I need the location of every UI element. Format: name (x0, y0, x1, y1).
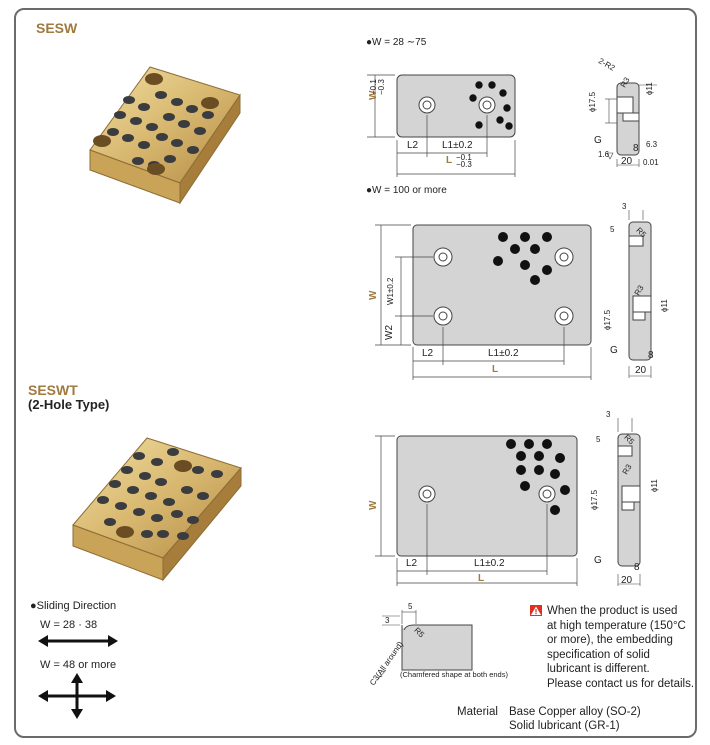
diagram3-20: 20 (621, 575, 633, 586)
diagram1-l-tol-top: −0.1 (456, 153, 472, 162)
chamfer-3: 3 (385, 616, 390, 625)
diagram1-heading: ●W = 28 ∼75 (366, 37, 427, 48)
diagram3-side-view (617, 418, 641, 586)
diagram1-20-tol: 0.01 (643, 158, 659, 167)
diagram3-5: 5 (596, 435, 601, 444)
diagram2-l2: L2 (422, 348, 434, 359)
diagram2-heading: ●W = 100 or more (366, 185, 447, 196)
warning-line-3: or more), the embedding (547, 634, 673, 646)
chamfer-5: 5 (408, 602, 413, 611)
diagram2-3: 3 (622, 202, 627, 211)
diagram2-w2: W2 (384, 325, 395, 340)
diagram1-d11: ϕ11 (645, 82, 654, 95)
diagram3-l: L (478, 573, 485, 584)
diagram3-3: 3 (606, 410, 611, 419)
sesw-product-photo (89, 66, 241, 205)
diagram1-20: 20 (621, 156, 633, 167)
diagram1-w-tol2: −0.3 (377, 65, 386, 95)
diagram1-l1: L1±0.2 (442, 140, 473, 151)
diagram3-l2: L2 (406, 558, 418, 569)
sesw-title: SESW (36, 20, 78, 36)
diagram2-20: 20 (635, 365, 647, 376)
diagram3-d11: ϕ11 (650, 479, 659, 492)
diagram1-l: L (446, 155, 453, 166)
page-frame (14, 8, 697, 738)
diagram3-8: 8 (634, 562, 640, 573)
diagram1-side-view (605, 82, 657, 167)
warning-line-1: When the product is used (547, 605, 678, 617)
diagram3-d175: ϕ17.5 (590, 489, 599, 510)
diagram2-d175: ϕ17.5 (603, 309, 612, 330)
seswt-subtitle: (2-Hole Type) (28, 397, 110, 412)
diagram1-8: 8 (633, 143, 639, 154)
warning-line-2: at high temperature (150°C (547, 619, 686, 632)
warning-icon (530, 605, 542, 616)
diagram2-top-view (375, 224, 592, 380)
four-way-arrow-icon (38, 673, 116, 719)
diagram1-l-tol-bot: −0.3 (456, 160, 472, 169)
chamfer-detail (376, 610, 473, 680)
seswt-product-photo (72, 437, 242, 582)
diagram3-l1: L1±0.2 (474, 558, 505, 569)
diagram3-g: G (594, 555, 602, 566)
diagram2-w1: W1±0.2 (386, 277, 395, 305)
diagram2-d11: ϕ11 (660, 299, 669, 312)
diagram2-5: 5 (610, 225, 615, 234)
material-lubricant: Solid lubricant (GR-1) (509, 720, 620, 732)
warning-line-4: specification of solid (547, 648, 650, 661)
diagram1-w-tol-bot: −0.3 (377, 79, 386, 95)
diagram1-16: 1.6 (598, 150, 610, 159)
diagram2-l: L (492, 364, 499, 375)
diagram1-d175: ϕ17.5 (588, 91, 597, 112)
warning-text: When the product is used at high tempera… (547, 604, 694, 691)
sliding-w-large: W = 48 or more (40, 659, 117, 671)
diagram3-w: W (368, 500, 379, 510)
diagram2-g: G (610, 345, 618, 356)
diagram2-8: 8 (648, 350, 654, 361)
diagram2-side-view (628, 210, 652, 378)
diagram1-l2: L2 (407, 140, 419, 151)
diagram1-g: G (594, 135, 602, 146)
double-arrow-horizontal-icon (38, 635, 118, 647)
diagram2-w: W (368, 290, 379, 300)
warning-line-6: Please contact us for details. (547, 677, 695, 690)
sliding-w-small: W = 28 · 38 (40, 619, 98, 631)
diagram1-63: 6.3 (646, 140, 658, 149)
diagram2-l1: L1±0.2 (488, 348, 519, 359)
chamfer-caption: (Chamfered shape at both ends) (400, 670, 508, 679)
material-base: Base Copper alloy (SO-2) (509, 706, 641, 718)
material-label: Material (457, 706, 498, 718)
seswt-title: SESWT (28, 382, 78, 398)
warning-line-5: lubricant is different. (547, 663, 650, 675)
sliding-direction-title: ●Sliding Direction (30, 600, 117, 612)
diagram3-top-view (375, 435, 578, 586)
diagram1-top-view (367, 74, 516, 177)
